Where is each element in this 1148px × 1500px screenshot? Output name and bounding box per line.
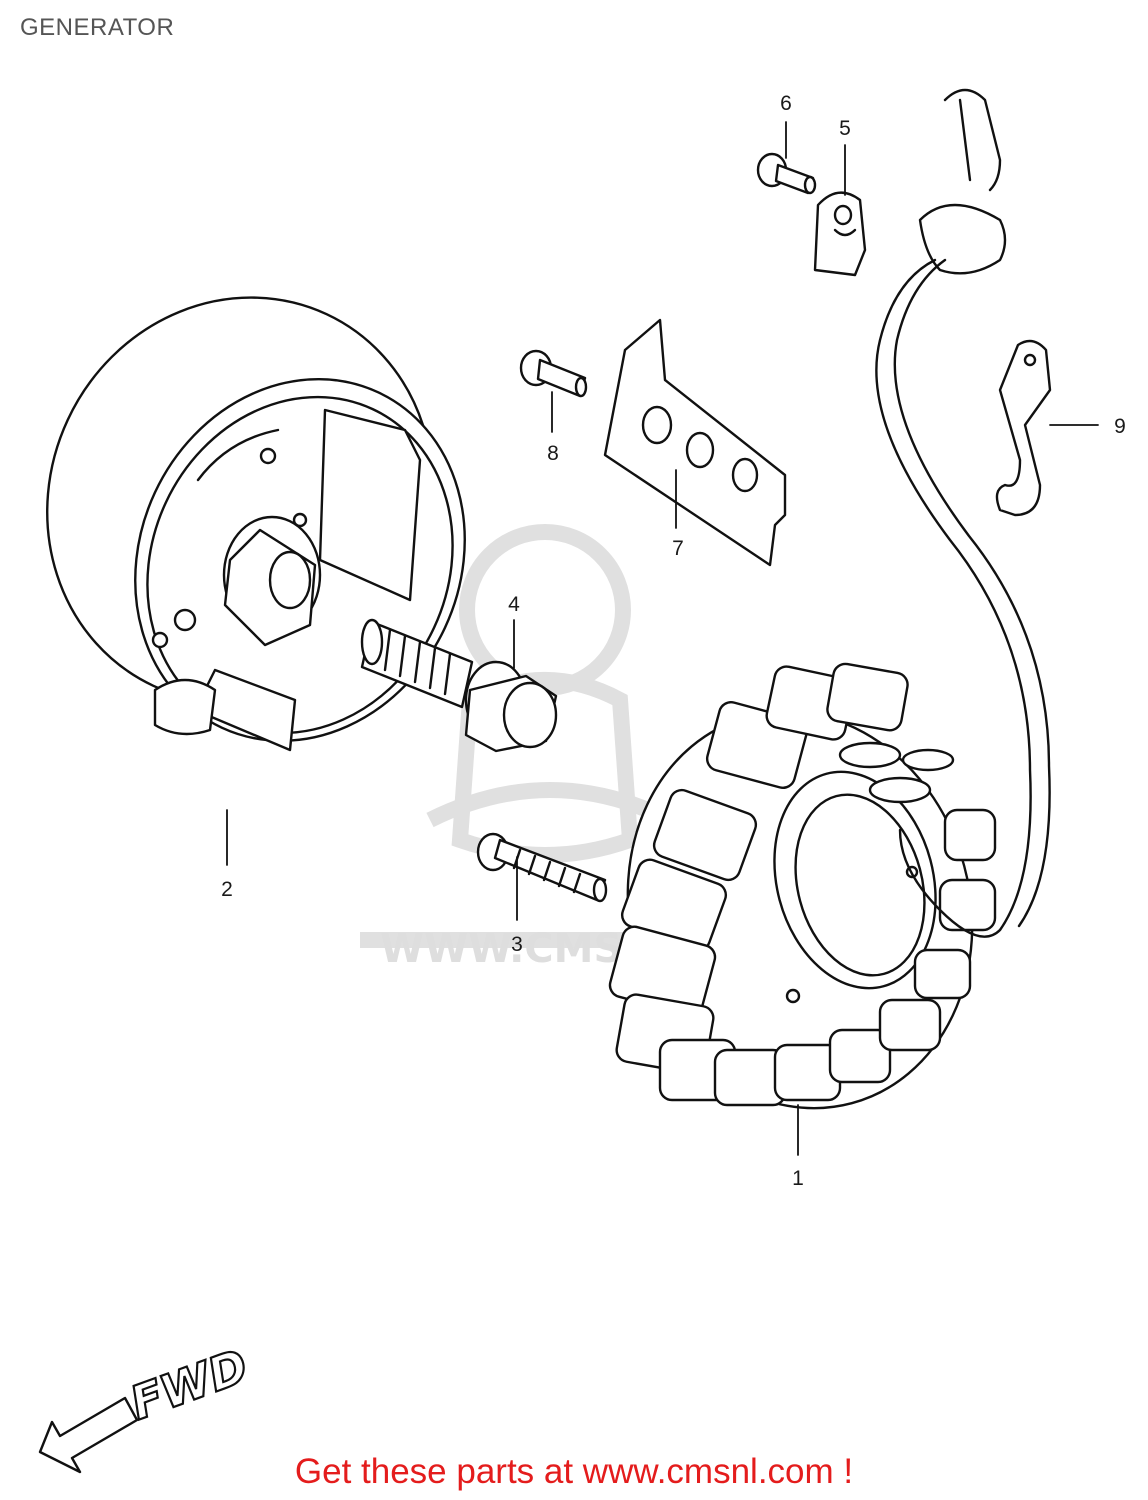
page-title: GENERATOR [20, 14, 175, 41]
part-1-stator [608, 662, 997, 1110]
leader-lines [226, 121, 1099, 1156]
part-6-screw [756, 152, 817, 195]
callout-4: 4 [508, 593, 520, 616]
part-5-clamp [813, 191, 867, 277]
promo-banner[interactable]: Get these parts at www.cmsnl.com ! [294, 1452, 854, 1491]
part-4-rotor-bolt [360, 618, 558, 753]
part-8-screw [519, 349, 588, 398]
fwd-arrow-icon [38, 1396, 139, 1474]
part-2-rotor [46, 296, 466, 752]
callout-6: 6 [780, 92, 792, 115]
fwd-label: FWD [123, 1338, 255, 1430]
callout-9: 9 [1114, 415, 1126, 438]
part-3-stator-bolt [476, 832, 608, 903]
callout-7: 7 [672, 537, 684, 560]
callout-1: 1 [792, 1167, 804, 1190]
callout-8: 8 [547, 442, 559, 465]
part-9-wire-clamp [995, 339, 1052, 517]
callout-3: 3 [511, 933, 523, 956]
callout-2: 2 [221, 878, 233, 901]
wire-harness [875, 88, 1051, 938]
part-7-bracket [603, 318, 787, 567]
callout-5: 5 [839, 117, 851, 140]
